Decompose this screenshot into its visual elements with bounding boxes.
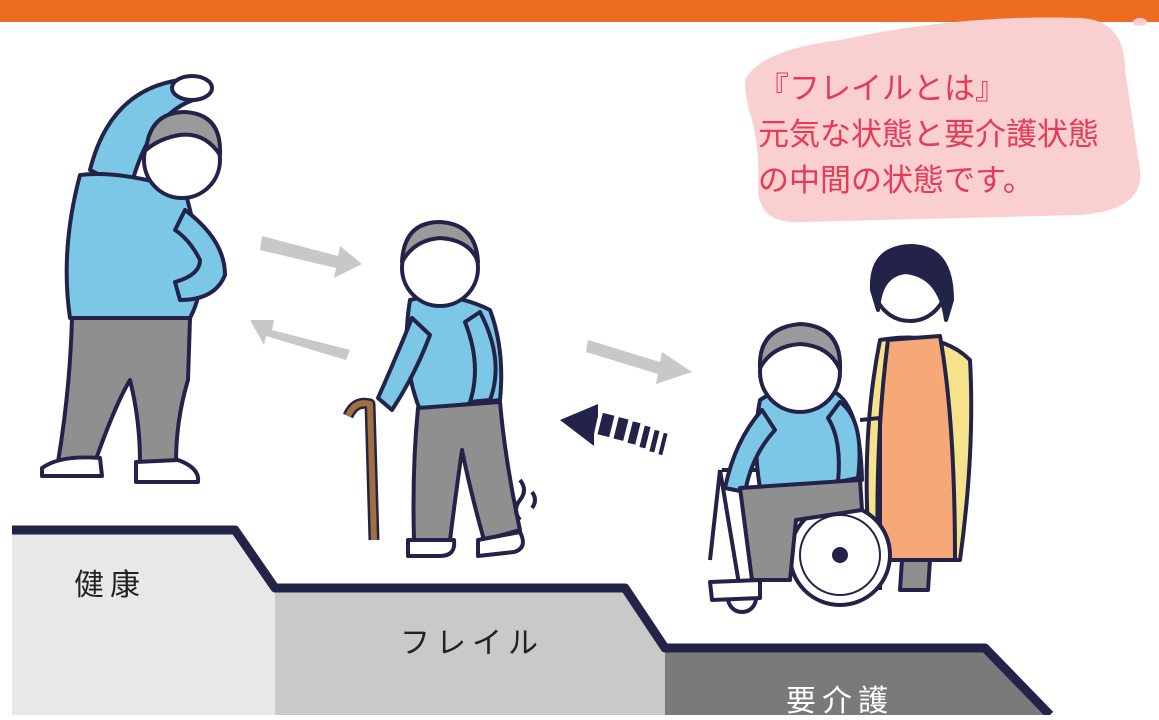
- bubble-line-3: の中間の状態です。: [758, 163, 1034, 199]
- speech-bubble: [745, 17, 1141, 223]
- step-care: [665, 648, 1050, 715]
- bubble-dot-large: [1100, 43, 1120, 53]
- bubble-line-2: 元気な状態と要介護状態: [758, 117, 1099, 153]
- stair-steps: [12, 525, 1054, 715]
- speech-bubble-text: 『フレイルとは』 元気な状態と要介護状態 の中間の状態です。: [758, 66, 1158, 204]
- header-bar: [0, 0, 1159, 22]
- bubble-title: 『フレイルとは』: [758, 71, 1006, 107]
- stage-label-health: 健康: [74, 568, 146, 603]
- bubble-dot-small: [1133, 18, 1147, 26]
- arrow-left-icon: [250, 320, 350, 360]
- stage-label-frailty: フレイル: [400, 626, 544, 661]
- person-exercising-icon: [40, 74, 227, 484]
- stage-label-care: 要介護: [786, 684, 894, 719]
- arrow-left-icon: [560, 404, 668, 456]
- step-health: [12, 530, 275, 715]
- step-frailty: [275, 588, 665, 715]
- arrow-right-icon: [260, 236, 362, 278]
- step-outline: [12, 525, 1054, 715]
- person-in-wheelchair-icon: [708, 322, 892, 614]
- arrow-right-icon: [586, 340, 692, 384]
- caregiver-icon: [864, 244, 974, 592]
- person-with-cane-icon: [342, 220, 537, 558]
